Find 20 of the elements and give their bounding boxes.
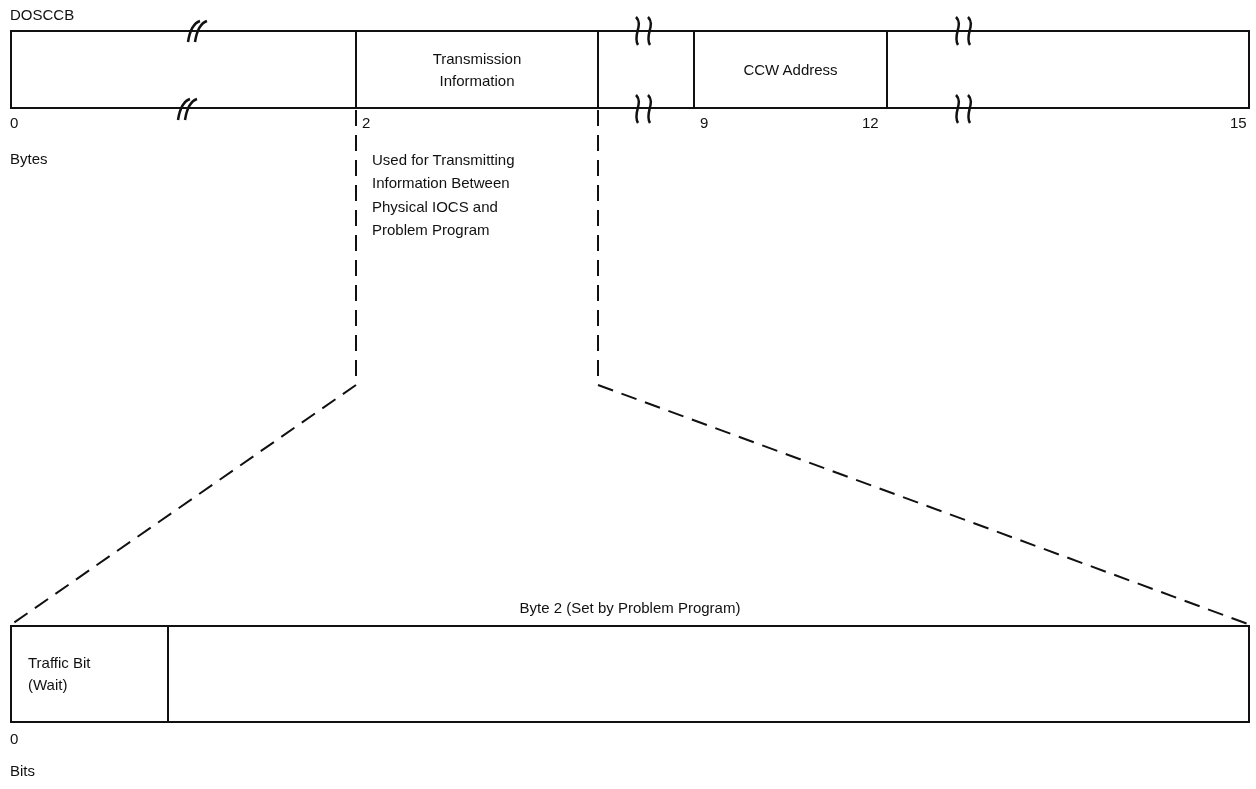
offset-number: 9 (700, 114, 709, 131)
memory-field (10, 30, 357, 109)
unit-label: Bytes (10, 150, 48, 167)
field-heading: Byte 2 (Set by Problem Program) (518, 598, 742, 618)
expansion-line (11, 109, 357, 625)
offset-number: 0 (10, 730, 19, 747)
memory-field (693, 30, 888, 109)
memory-field (355, 30, 599, 109)
offset-number: 0 (10, 114, 19, 131)
field-label: Traffic Bit (Wait) (28, 653, 92, 695)
offset-number: 2 (362, 114, 371, 131)
record-name: DOSCCB (10, 6, 75, 23)
expansion-line (597, 109, 1249, 625)
offset-number: 12 (862, 114, 879, 131)
unit-label: Bits (10, 762, 35, 779)
memory-field (597, 30, 695, 109)
offset-number: 15 (1230, 114, 1247, 131)
memory-field (886, 30, 1250, 109)
field-label: Transmission Information (431, 48, 523, 91)
field-label: CCW Address (743, 59, 838, 80)
